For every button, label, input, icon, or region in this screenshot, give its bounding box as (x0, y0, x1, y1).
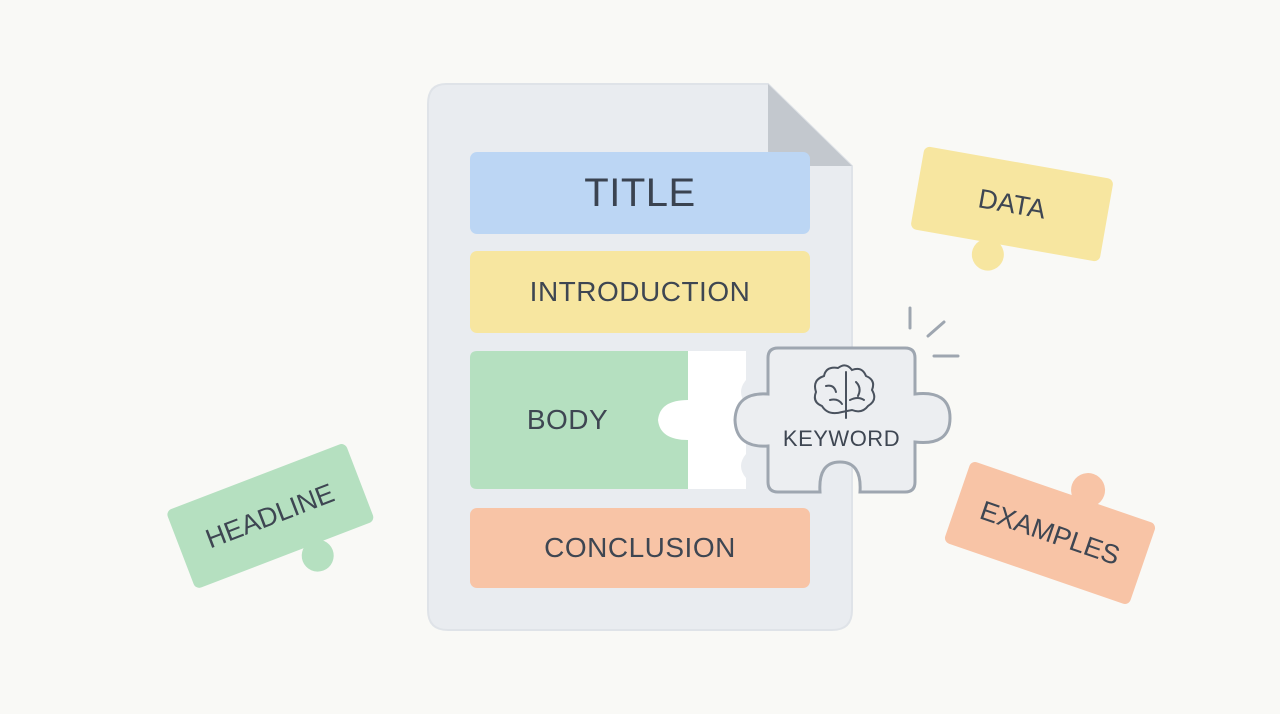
conclusion-label: CONCLUSION (544, 532, 736, 563)
introduction-section (470, 251, 810, 333)
page-fold-corner (768, 84, 852, 166)
introduction-label: INTRODUCTION (529, 276, 751, 307)
body-section (470, 351, 688, 489)
brain-icon (813, 364, 876, 419)
body-label: BODY (526, 404, 609, 435)
spark-lines-icon (908, 306, 960, 358)
examples-puzzle-piece (944, 462, 1156, 604)
keyword-puzzle-piece (733, 346, 952, 494)
headline-puzzle-piece (167, 444, 374, 588)
title-section (470, 152, 810, 234)
data-puzzle-piece (911, 146, 1113, 271)
title-label: TITLE (584, 170, 696, 215)
conclusion-section (470, 508, 810, 588)
keyword-label: KEYWORD (782, 426, 901, 451)
body-puzzle-slot (658, 351, 746, 489)
